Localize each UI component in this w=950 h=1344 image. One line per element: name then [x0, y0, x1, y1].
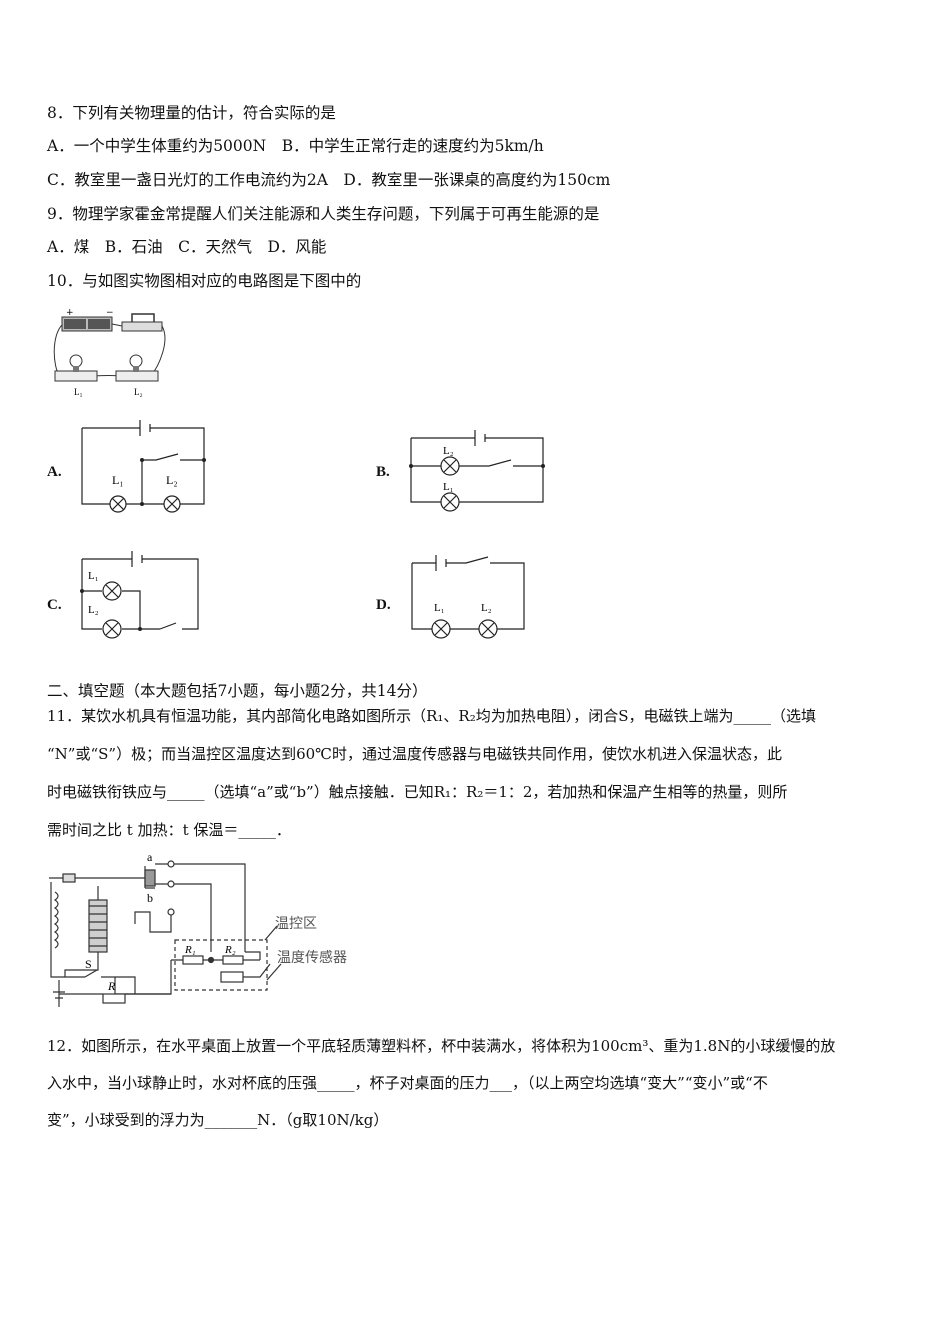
- q11-line-4: 需时间之比 t 加热：t 保温＝_____．: [47, 821, 291, 839]
- resistor-r-label: R: [107, 979, 116, 993]
- q11-line-3: 时电磁铁衔铁应与_____（选填“a”或“b”）触点接触．已知R₁：R₂＝1：2…: [47, 783, 788, 801]
- q12-line-1: 12．如图所示，在水平桌面上放置一个平底轻质薄塑料杯，杯中装满水，将体积为100…: [47, 1037, 836, 1055]
- option-a-label[interactable]: A.: [47, 464, 62, 480]
- option-d-label[interactable]: D.: [376, 597, 391, 613]
- plus-label: +: [66, 308, 74, 318]
- q11-circuit-diagram: a b S R R₁ R₂ 温控区 温度传感器: [45, 852, 375, 1017]
- l1-label: L₁: [74, 387, 83, 397]
- r1-label: R₁: [184, 944, 196, 956]
- option-b-label[interactable]: B.: [376, 464, 390, 480]
- q9-options: A．煤 B．石油 C．天然气 D．风能: [47, 238, 327, 256]
- q8-stem: 8．下列有关物理量的估计，符合实际的是: [47, 104, 336, 122]
- minus-label: −: [106, 308, 114, 318]
- q12-line-3: 变”，小球受到的浮力为_______N．（g取10N/kg）: [47, 1111, 389, 1129]
- q11-line-1: 11．某饮水机具有恒温功能，其内部简化电路如图所示（R₁、R₂均为加热电阻），闭…: [47, 707, 816, 725]
- q11-line-2: “N”或“S”）极；而当温控区温度达到60℃时，通过温度传感器与电磁铁共同作用，…: [47, 745, 782, 763]
- section-title: 二、填空题（本大题包括7小题，每小题2分，共14分）: [47, 682, 428, 700]
- option-b-circuit[interactable]: L₂ L₁: [405, 422, 550, 518]
- contact-b-label: b: [147, 891, 153, 905]
- option-b-lamp-top: L₂: [443, 445, 454, 457]
- option-c-label[interactable]: C.: [47, 597, 62, 613]
- option-d-l1: L₁: [434, 602, 445, 614]
- option-c-l2: L₂: [88, 604, 99, 616]
- option-a-l2: L₂: [166, 473, 178, 487]
- option-a-l1: L₁: [112, 473, 124, 487]
- option-c-circuit[interactable]: L₁ L₂: [76, 545, 206, 645]
- q8-options-ab: A．一个中学生体重约为5000N B．中学生正常行走的速度约为5km/h: [47, 137, 544, 155]
- q10-physical-diagram: + − L₁ L₂: [50, 305, 175, 400]
- option-c-l1: L₁: [88, 570, 99, 582]
- q10-stem: 10．与如图实物图相对应的电路图是下图中的: [47, 272, 362, 290]
- zone-label: 温控区: [275, 916, 317, 932]
- contact-a-label: a: [147, 852, 153, 864]
- option-b-lamp-bottom: L₁: [443, 481, 454, 493]
- r2-label: R₂: [224, 944, 236, 956]
- sensor-label: 温度传感器: [277, 949, 347, 966]
- q9-stem: 9．物理学家霍金常提醒人们关注能源和人类生存问题，下列属于可再生能源的是: [47, 205, 600, 223]
- q8-options-cd: C．教室里一盏日光灯的工作电流约为2A D．教室里一张课桌的高度约为150cm: [47, 171, 611, 189]
- switch-s-label: S: [85, 957, 92, 971]
- q12-line-2: 入水中，当小球静止时，水对杯底的压强_____，杯子对桌面的压力___，（以上两…: [47, 1074, 768, 1092]
- option-d-l2: L₂: [481, 602, 492, 614]
- option-d-circuit[interactable]: L₁ L₂: [406, 545, 531, 645]
- l2-label: L₂: [134, 387, 143, 397]
- option-a-circuit[interactable]: L₁ L₂: [78, 420, 208, 520]
